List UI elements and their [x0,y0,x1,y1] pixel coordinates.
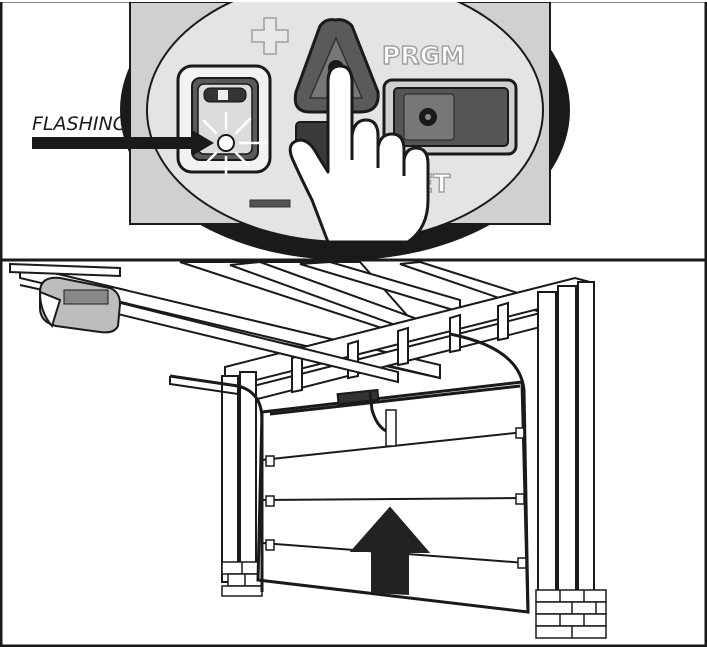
led-button[interactable] [176,64,272,174]
right-jamb [537,281,595,611]
brick-base-left [221,561,263,597]
flashing-label: FLASHING [32,113,127,135]
plus-icon [251,17,289,55]
minus-icon [249,199,291,208]
prgm-label: PRGM [382,41,465,70]
program-button[interactable] [382,78,518,156]
pointing-hand-icon [288,64,430,244]
top-panel: FLASHING PRGM SET [0,0,707,260]
arrow-right-icon [32,130,214,156]
arrow-up-icon [349,506,431,596]
door-tracks [169,332,530,613]
door-panel-line [261,497,525,501]
bottom-panel [9,260,607,639]
torsion-spring [269,384,521,416]
brick-base-right [535,589,607,639]
garage-door-opener-icon [9,262,122,334]
arm-bracket [385,409,397,447]
flashing-led-icon [194,111,268,175]
left-jamb [221,371,257,583]
